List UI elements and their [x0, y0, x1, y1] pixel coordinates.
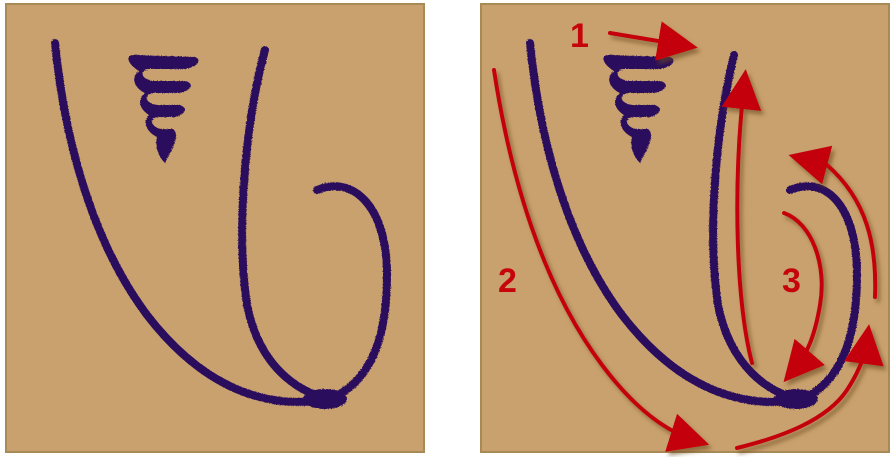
arrow-curl-top: [804, 159, 875, 297]
stroke-order-diagram: 1 2 3: [482, 5, 892, 455]
stroke-junction: [774, 389, 818, 409]
step-label-2: 2: [498, 262, 517, 300]
character-panel-annotated: 1 2 3: [480, 3, 890, 453]
character-drawing: [7, 5, 427, 455]
arrow-step-1: [610, 33, 682, 45]
right-curl-stroke: [317, 186, 387, 400]
arrow-middle-up: [737, 85, 752, 363]
middle-hook-stroke: [713, 55, 804, 400]
long-curved-stroke: [55, 43, 322, 402]
character-panel-plain: [5, 3, 425, 453]
spiral-dot-mark: [128, 55, 198, 163]
arrow-step-2: [494, 70, 694, 440]
step-label-3: 3: [782, 262, 801, 300]
long-curved-stroke: [530, 43, 797, 402]
spiral-dot-mark: [603, 55, 673, 163]
middle-hook-stroke: [242, 50, 337, 400]
stroke-junction: [303, 389, 347, 409]
step-label-1: 1: [570, 17, 589, 55]
